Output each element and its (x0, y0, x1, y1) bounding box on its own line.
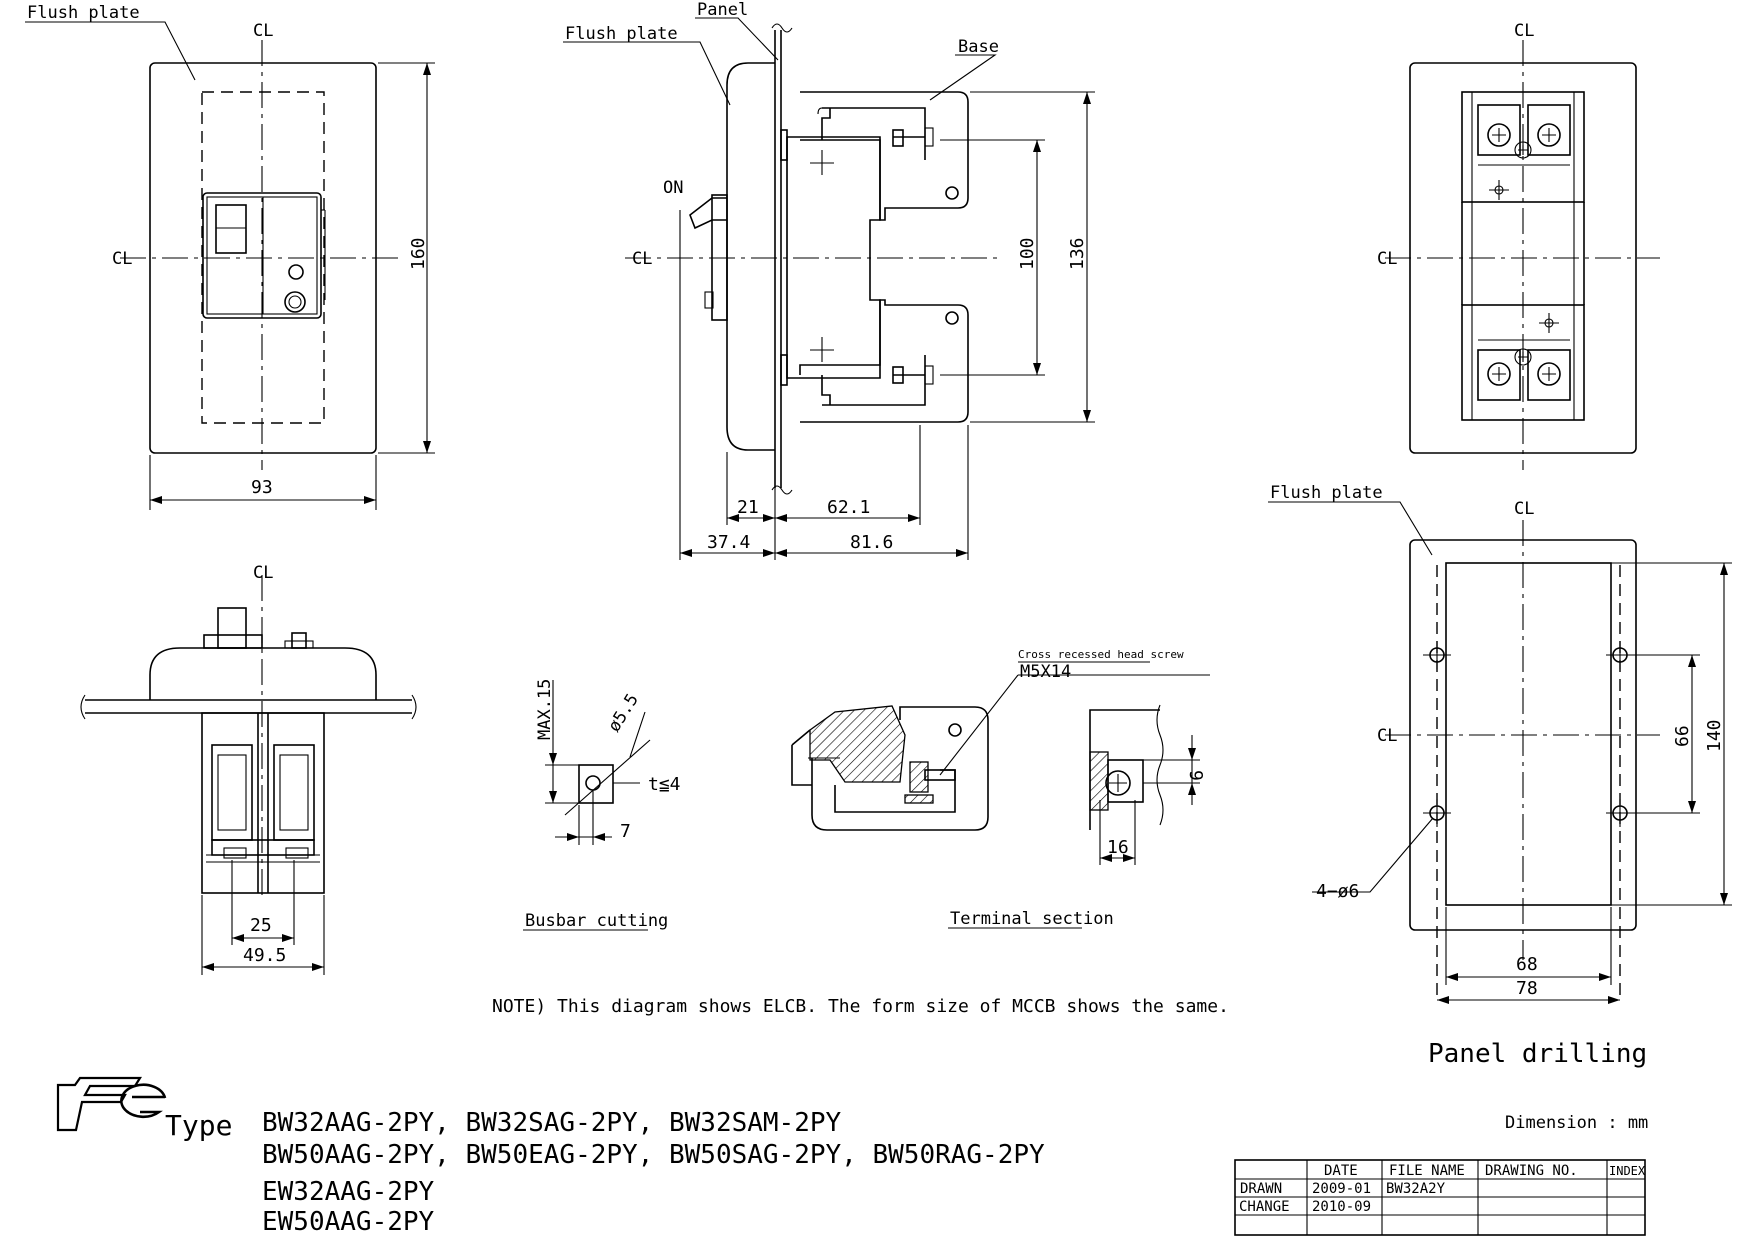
centerline-mark: CL (253, 21, 273, 41)
note-text: NOTE) This diagram shows ELCB. The form … (492, 996, 1229, 1017)
dim-9: 9 (1185, 770, 1206, 781)
label-panel: Panel (697, 0, 748, 20)
dimension-unit: Dimension : mm (1505, 1113, 1648, 1133)
tb-row-change-label: CHANGE (1239, 1199, 1290, 1215)
dim-160: 160 (408, 237, 429, 270)
front-view (25, 21, 435, 510)
label-t4: t≦4 (648, 774, 681, 795)
dim-7: 7 (620, 821, 631, 842)
label-terminal-section: Terminal section (950, 909, 1114, 929)
tb-header-date: DATE (1324, 1163, 1358, 1179)
type-line-2: BW50AAG-2PY, BW50EAG-2PY, BW50SAG-2PY, B… (262, 1140, 1045, 1170)
tb-row-drawn-file: BW32A2Y (1386, 1181, 1446, 1197)
label-flush-plate-front: Flush plate (27, 3, 140, 23)
dim-49-5: 49.5 (243, 945, 286, 966)
type-line-4: EW50AAG-2PY (262, 1207, 435, 1237)
label-cross-screw: Cross recessed head screw (1018, 648, 1184, 661)
label-dia55: ø5.5 (604, 690, 643, 735)
label-on: ON (663, 178, 683, 198)
centerline-mark: CL (253, 563, 273, 583)
dim-93: 93 (251, 477, 273, 498)
tb-row-change-date: 2010-09 (1312, 1199, 1371, 1215)
centerline-mark: CL (1377, 726, 1397, 746)
dim-25: 25 (250, 915, 272, 936)
dim-136: 136 (1067, 237, 1088, 270)
busbar-cutting-detail (523, 680, 651, 931)
terminal-section-detail (791, 661, 1210, 929)
centerline-mark: CL (632, 249, 652, 269)
label-flush-plate-side: Flush plate (565, 24, 678, 44)
dim-140: 140 (1704, 719, 1725, 752)
label-flush-plate-drill: Flush plate (1270, 483, 1383, 503)
bottom-view (80, 575, 417, 975)
panel-drilling-view (1268, 501, 1732, 1004)
label-max15: MAX.15 (535, 679, 555, 740)
type-line-1: BW32AAG-2PY, BW32SAG-2PY, BW32SAM-2PY (262, 1108, 842, 1138)
fe-logo (56, 1076, 167, 1132)
dim-100: 100 (1017, 237, 1038, 270)
dim-21: 21 (737, 497, 759, 518)
label-panel-drilling: Panel drilling (1428, 1039, 1647, 1069)
tb-header-file-name: FILE NAME (1389, 1163, 1465, 1179)
dim-62-1: 62.1 (827, 497, 870, 518)
tb-row-drawn-date: 2009-01 (1312, 1181, 1371, 1197)
dim-16: 16 (1107, 837, 1129, 858)
type-line-3: EW32AAG-2PY (262, 1177, 435, 1207)
label-holes: 4−ø6 (1316, 881, 1359, 902)
centerline-mark: CL (1514, 499, 1534, 519)
rear-view (1385, 40, 1660, 470)
dim-81-6: 81.6 (850, 532, 893, 553)
title-block (1234, 1159, 1646, 1236)
tb-header-index: INDEX (1609, 1164, 1646, 1178)
label-base: Base (958, 37, 999, 57)
label-busbar-cutting: Busbar cutting (525, 911, 668, 931)
dim-78: 78 (1516, 978, 1538, 999)
dim-66: 66 (1672, 725, 1693, 747)
centerline-mark: CL (112, 249, 132, 269)
label-screw-size: M5X14 (1020, 662, 1071, 682)
tb-row-drawn-label: DRAWN (1240, 1181, 1282, 1197)
centerline-mark: CL (1514, 21, 1534, 41)
dim-37-4: 37.4 (707, 532, 750, 553)
dim-68: 68 (1516, 954, 1538, 975)
type-label: Type (165, 1109, 232, 1142)
tb-header-drawing-no: DRAWING NO. (1485, 1163, 1578, 1179)
side-view (563, 17, 1095, 560)
centerline-mark: CL (1377, 249, 1397, 269)
